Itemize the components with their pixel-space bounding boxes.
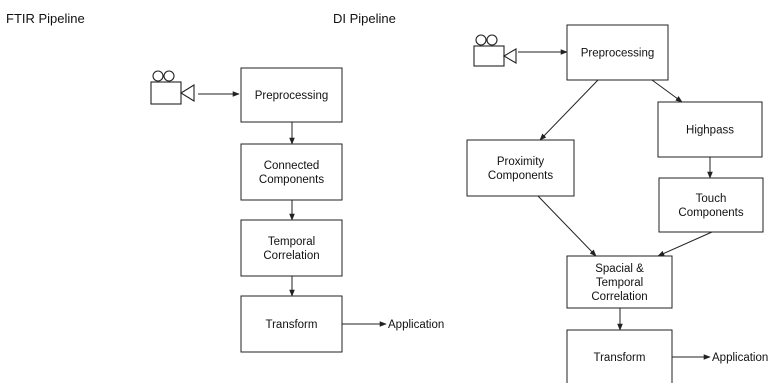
- ftir-pipeline-title: FTIR Pipeline: [6, 11, 85, 26]
- node-label: Correlation: [591, 291, 647, 303]
- node-label: Components: [678, 207, 743, 219]
- camera-icon: [150, 70, 195, 105]
- node-label: Components: [259, 174, 324, 186]
- node-label: Preprocessing: [581, 48, 655, 60]
- node-label: Connected: [264, 160, 320, 172]
- node-box: [658, 177, 764, 233]
- di-application-label: Application: [712, 352, 768, 364]
- node-d-pre: Preprocessing: [566, 24, 669, 81]
- ftir-application-label: Application: [388, 319, 444, 331]
- node-f-pre: Preprocessing: [240, 67, 343, 123]
- node-box: [240, 219, 343, 277]
- node-box: [240, 295, 343, 353]
- edge-proximity-to-correlation: [537, 195, 597, 257]
- node-d-hp: Highpass: [657, 101, 763, 158]
- node-label: Components: [488, 170, 553, 182]
- node-label: Highpass: [686, 125, 734, 137]
- node-label: Transform: [594, 352, 646, 364]
- node-label: Transform: [266, 319, 318, 331]
- node-label: Temporal: [596, 277, 643, 289]
- node-box: [566, 255, 673, 309]
- node-label: Spacial &: [595, 263, 644, 275]
- di-edges: [518, 49, 713, 360]
- edge-preprocessing-to-highpass: [651, 79, 683, 103]
- edge-preprocessing-to-proximity: [539, 79, 599, 141]
- node-box: [566, 24, 669, 81]
- ftir-edges: [198, 91, 387, 327]
- node-box: [240, 67, 343, 123]
- node-box: [240, 143, 343, 201]
- node-f-tr: Transform: [240, 295, 343, 353]
- node-label: Touch: [696, 193, 727, 205]
- node-box: [466, 139, 575, 197]
- node-layer: PreprocessingConnectedComponentsTemporal…: [240, 24, 764, 383]
- node-box: [566, 329, 673, 383]
- camera-icon: [473, 34, 517, 67]
- node-label: Correlation: [263, 250, 319, 262]
- node-box: [657, 101, 763, 158]
- node-label: Temporal: [268, 236, 315, 248]
- node-label: Preprocessing: [255, 90, 329, 102]
- node-label: Proximity: [497, 156, 545, 168]
- di-pipeline-title: DI Pipeline: [333, 11, 396, 26]
- edge-touch-to-correlation: [657, 231, 713, 257]
- node-d-tr: Transform: [566, 329, 673, 383]
